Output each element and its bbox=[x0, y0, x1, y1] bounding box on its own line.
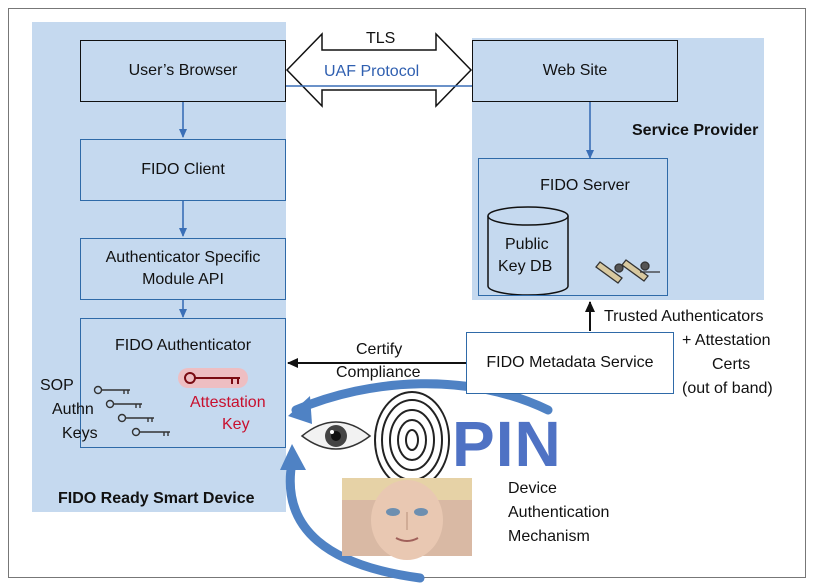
face-image bbox=[342, 478, 472, 560]
trusted-line4: (out of band) bbox=[682, 380, 773, 397]
attestation-key-icon bbox=[178, 368, 248, 388]
public-key-db-line1: Public bbox=[505, 236, 549, 253]
asm-label-line2: Module API bbox=[142, 271, 224, 288]
asm-box: Authenticator Specific Module API bbox=[80, 238, 286, 300]
certify-label: Certify bbox=[356, 341, 403, 358]
mechanism-line2: Authentication bbox=[508, 504, 610, 521]
web-site-box: Web Site bbox=[472, 40, 678, 102]
ready-device-label: FIDO Ready Smart Device bbox=[58, 490, 255, 507]
fido-server-label: FIDO Server bbox=[540, 177, 630, 194]
upper-arrow-head bbox=[288, 396, 312, 424]
public-key-db-line2: Key DB bbox=[498, 258, 553, 275]
fido-client-label: FIDO Client bbox=[141, 161, 225, 178]
eye-icon bbox=[300, 421, 372, 450]
metadata-service-label: FIDO Metadata Service bbox=[486, 354, 654, 371]
attestation-key-label: Key bbox=[222, 416, 250, 433]
fingerprint-icon bbox=[374, 391, 450, 489]
fido-authenticator-box: FIDO Authenticator bbox=[80, 318, 286, 448]
asm-label-line1: Authenticator Specific bbox=[105, 249, 261, 266]
trusted-line2: + Attestation bbox=[682, 332, 771, 349]
sop-label: SOP bbox=[40, 377, 74, 394]
trusted-line1: Trusted Authenticators bbox=[604, 308, 764, 325]
mechanism-line3: Mechanism bbox=[508, 528, 590, 545]
fido-server-box: FIDO Server bbox=[478, 158, 668, 296]
sop-key-icons bbox=[93, 385, 170, 437]
metadata-service-box: FIDO Metadata Service bbox=[466, 332, 674, 394]
tls-double-arrow bbox=[285, 32, 473, 108]
authn-label: Authn bbox=[52, 401, 94, 418]
service-provider-label: Service Provider bbox=[632, 122, 759, 139]
pin-label: PIN bbox=[452, 408, 562, 480]
certificate-icon bbox=[595, 259, 660, 284]
web-site-label: Web Site bbox=[542, 62, 608, 79]
upper-curved-arrow bbox=[291, 379, 553, 415]
mechanism-line1: Device bbox=[508, 480, 557, 497]
lower-arrow-head bbox=[280, 444, 306, 470]
keys-label: Keys bbox=[62, 425, 98, 442]
users-browser-box: User’s Browser bbox=[80, 40, 286, 102]
fido-authenticator-label: FIDO Authenticator bbox=[114, 337, 252, 354]
uaf-protocol-label: UAF Protocol bbox=[324, 63, 420, 80]
tls-label: TLS bbox=[366, 30, 396, 47]
users-browser-label: User’s Browser bbox=[128, 62, 238, 79]
lower-curved-arrow bbox=[285, 457, 425, 583]
fido-client-box: FIDO Client bbox=[80, 139, 286, 201]
attestation-label: Attestation bbox=[190, 394, 266, 411]
trusted-line3: Certs bbox=[712, 356, 751, 373]
compliance-label: Compliance bbox=[336, 364, 421, 381]
